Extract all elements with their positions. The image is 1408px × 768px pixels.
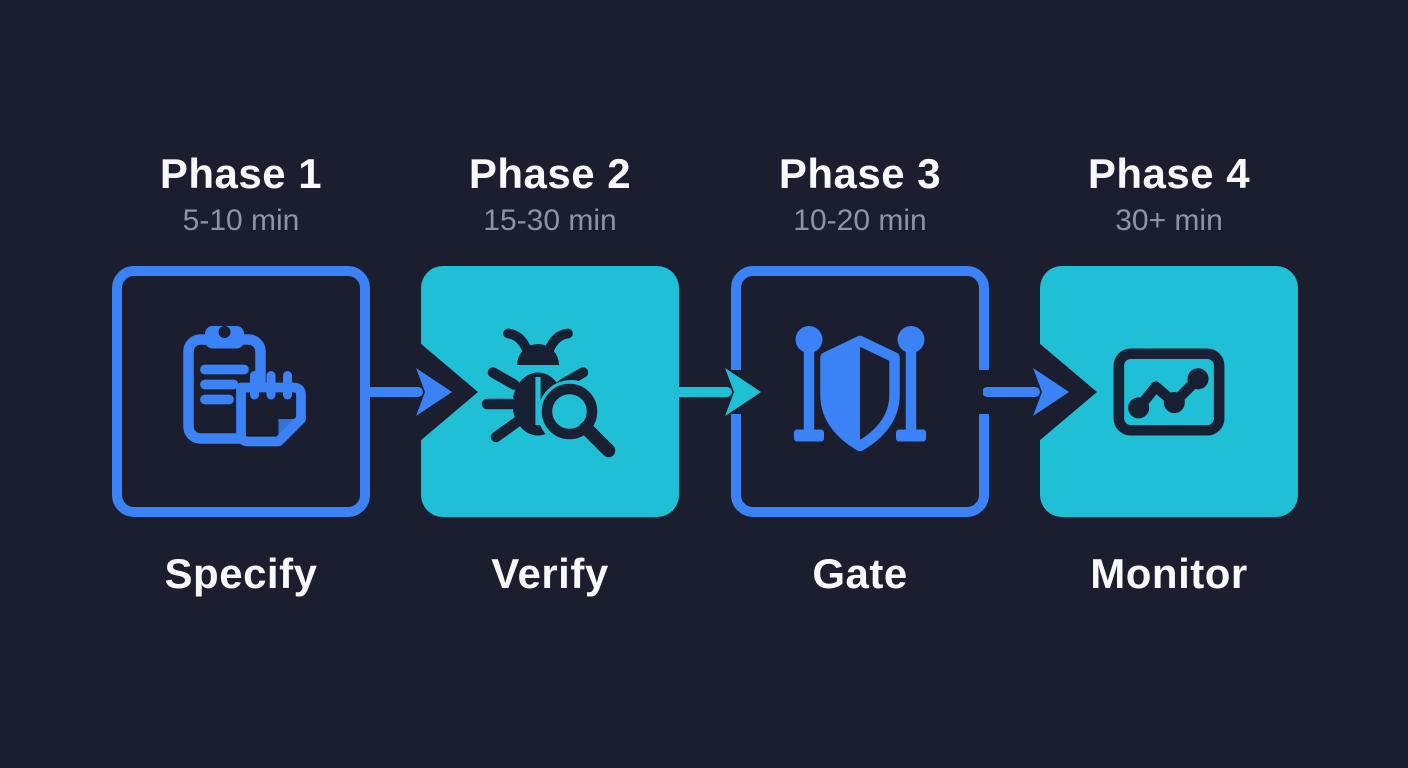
- phase-2-title: Phase 2: [468, 150, 632, 197]
- phase-4-box: [1040, 266, 1298, 517]
- phase-1-column: Phase 1 5-10 min: [112, 0, 370, 768]
- shield-gate-icon: [794, 325, 926, 451]
- phase-1-box: [112, 266, 370, 517]
- chart-monitor-icon: [1113, 347, 1225, 436]
- phase-1-duration: 5-10 min: [182, 204, 300, 237]
- phase-4-label: Monitor: [1090, 550, 1248, 597]
- phase-1-title: Phase 1: [159, 150, 323, 197]
- bug-magnifier-icon: [481, 328, 616, 457]
- phase-4-title: Phase 4: [1087, 150, 1251, 197]
- arrow-specify-to-verify: [366, 368, 452, 416]
- phase-2-column: Phase 2 15-30 min: [421, 0, 679, 768]
- phase-3-duration: 10-20 min: [793, 204, 927, 237]
- phase-3-column: Phase 3 10-20 min Gate: [729, 0, 991, 768]
- phase-2-label: Verify: [491, 550, 609, 597]
- phase-3-title: Phase 3: [778, 150, 942, 197]
- clipboard-notes-icon: [183, 325, 306, 446]
- phase-4-duration: 30+ min: [1115, 204, 1223, 237]
- arrow-gate-to-monitor: [983, 368, 1069, 416]
- phase-3-label: Gate: [812, 550, 908, 597]
- arrow-verify-to-gate: [675, 368, 761, 416]
- phase-4-column: Phase 4 30+ min Monitor: [1040, 0, 1298, 768]
- phase-2-duration: 15-30 min: [483, 204, 617, 237]
- phase-3-box: [729, 266, 991, 517]
- phase-1-label: Specify: [164, 550, 318, 597]
- phase-2-box: [421, 266, 679, 517]
